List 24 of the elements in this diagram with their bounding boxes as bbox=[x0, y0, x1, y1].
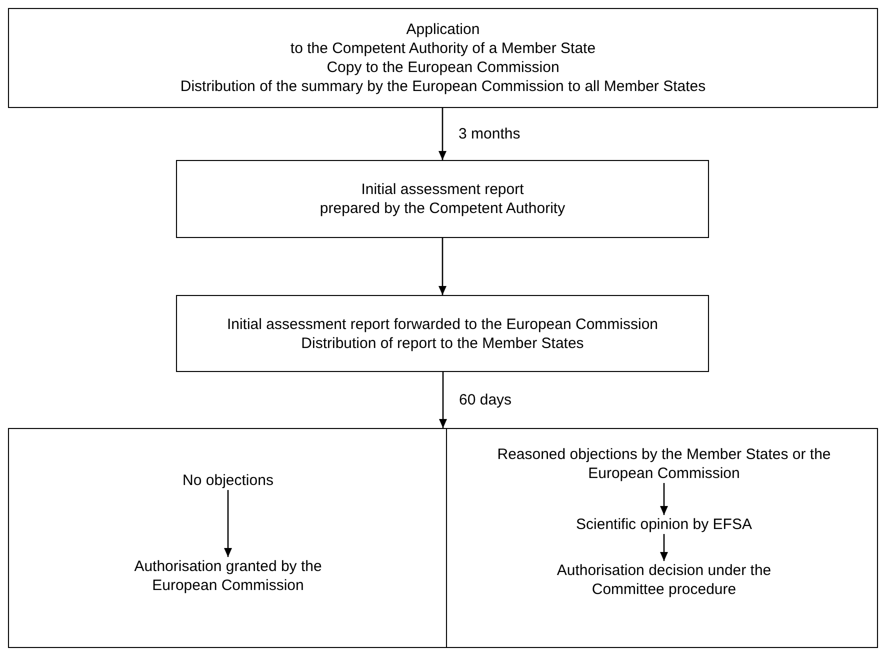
arrow bbox=[660, 483, 668, 515]
step-text: Scientific opinion by EFSA bbox=[576, 515, 752, 534]
arrow bbox=[224, 490, 232, 557]
node-text: Application bbox=[406, 20, 480, 39]
node-text: Initial assessment report forwarded to the European Commission bbox=[226, 314, 658, 334]
node-text: Distribution of report to the Member States bbox=[301, 334, 584, 352]
process-box bbox=[176, 295, 709, 372]
process-box bbox=[176, 160, 709, 238]
process-box bbox=[8, 8, 878, 108]
node-text: Distribution of the summary by the European Commission to all Member States bbox=[180, 77, 706, 96]
step-text: Authorisation granted by the European Commission bbox=[113, 557, 343, 595]
arrow bbox=[660, 534, 668, 561]
arrow bbox=[438, 238, 446, 295]
step-text: Authorisation decision under the Committee procedure bbox=[534, 561, 794, 599]
process-box bbox=[8, 428, 878, 648]
node-text: Initial assessment report bbox=[361, 180, 524, 199]
edge-label: 60 days bbox=[459, 390, 512, 410]
arrow bbox=[439, 372, 447, 428]
node-text: Copy to the European Commission bbox=[326, 58, 560, 77]
node-text: prepared by the Competent Authority bbox=[320, 199, 566, 218]
arrow bbox=[438, 108, 446, 160]
step-text: Reasoned objections by the Member States or the European Commission bbox=[484, 445, 844, 483]
step-text: No objections bbox=[182, 471, 274, 490]
node-text: to the Competent Authority of a Member State bbox=[290, 39, 596, 58]
